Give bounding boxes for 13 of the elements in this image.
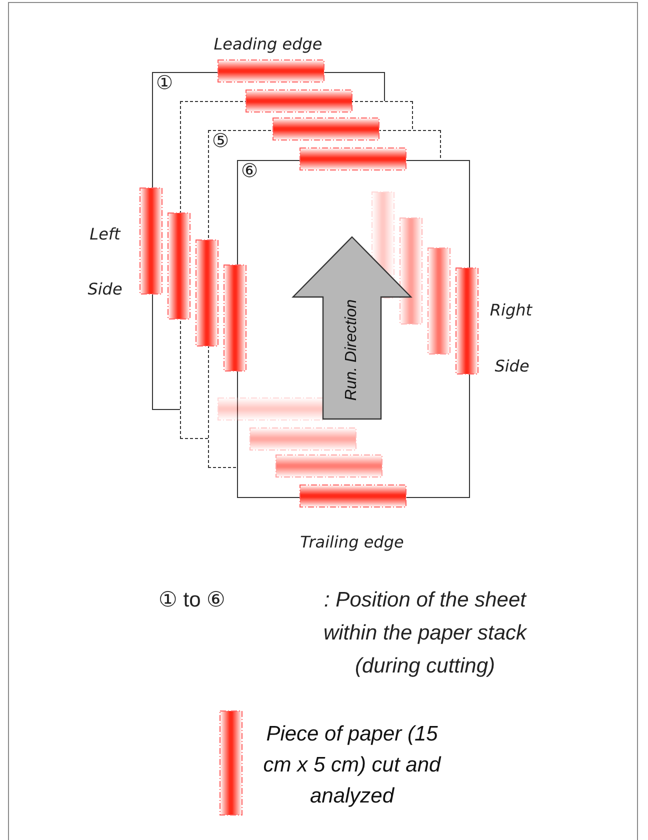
side-label: Side	[88, 280, 122, 298]
side-label: Right	[490, 300, 532, 320]
sheet-number: ⑤	[212, 132, 229, 151]
key-description: : Position of the sheet within the paper stack (during cutting)	[322, 588, 528, 680]
sheet-number: ⑥	[241, 162, 258, 181]
direction-label: Run. Direction	[343, 299, 361, 401]
legend-text: Piece of paper (15 cm x 5 cm) cut and analyzed	[263, 722, 441, 810]
sheet-caption: Trailing edge	[300, 532, 404, 552]
key-label: ① to ⑥	[158, 588, 226, 612]
side-label: Side	[494, 356, 530, 376]
side-label: Left	[90, 224, 120, 244]
sheet-number: ①	[156, 74, 173, 93]
sheet-caption: Leading edge	[214, 34, 322, 54]
